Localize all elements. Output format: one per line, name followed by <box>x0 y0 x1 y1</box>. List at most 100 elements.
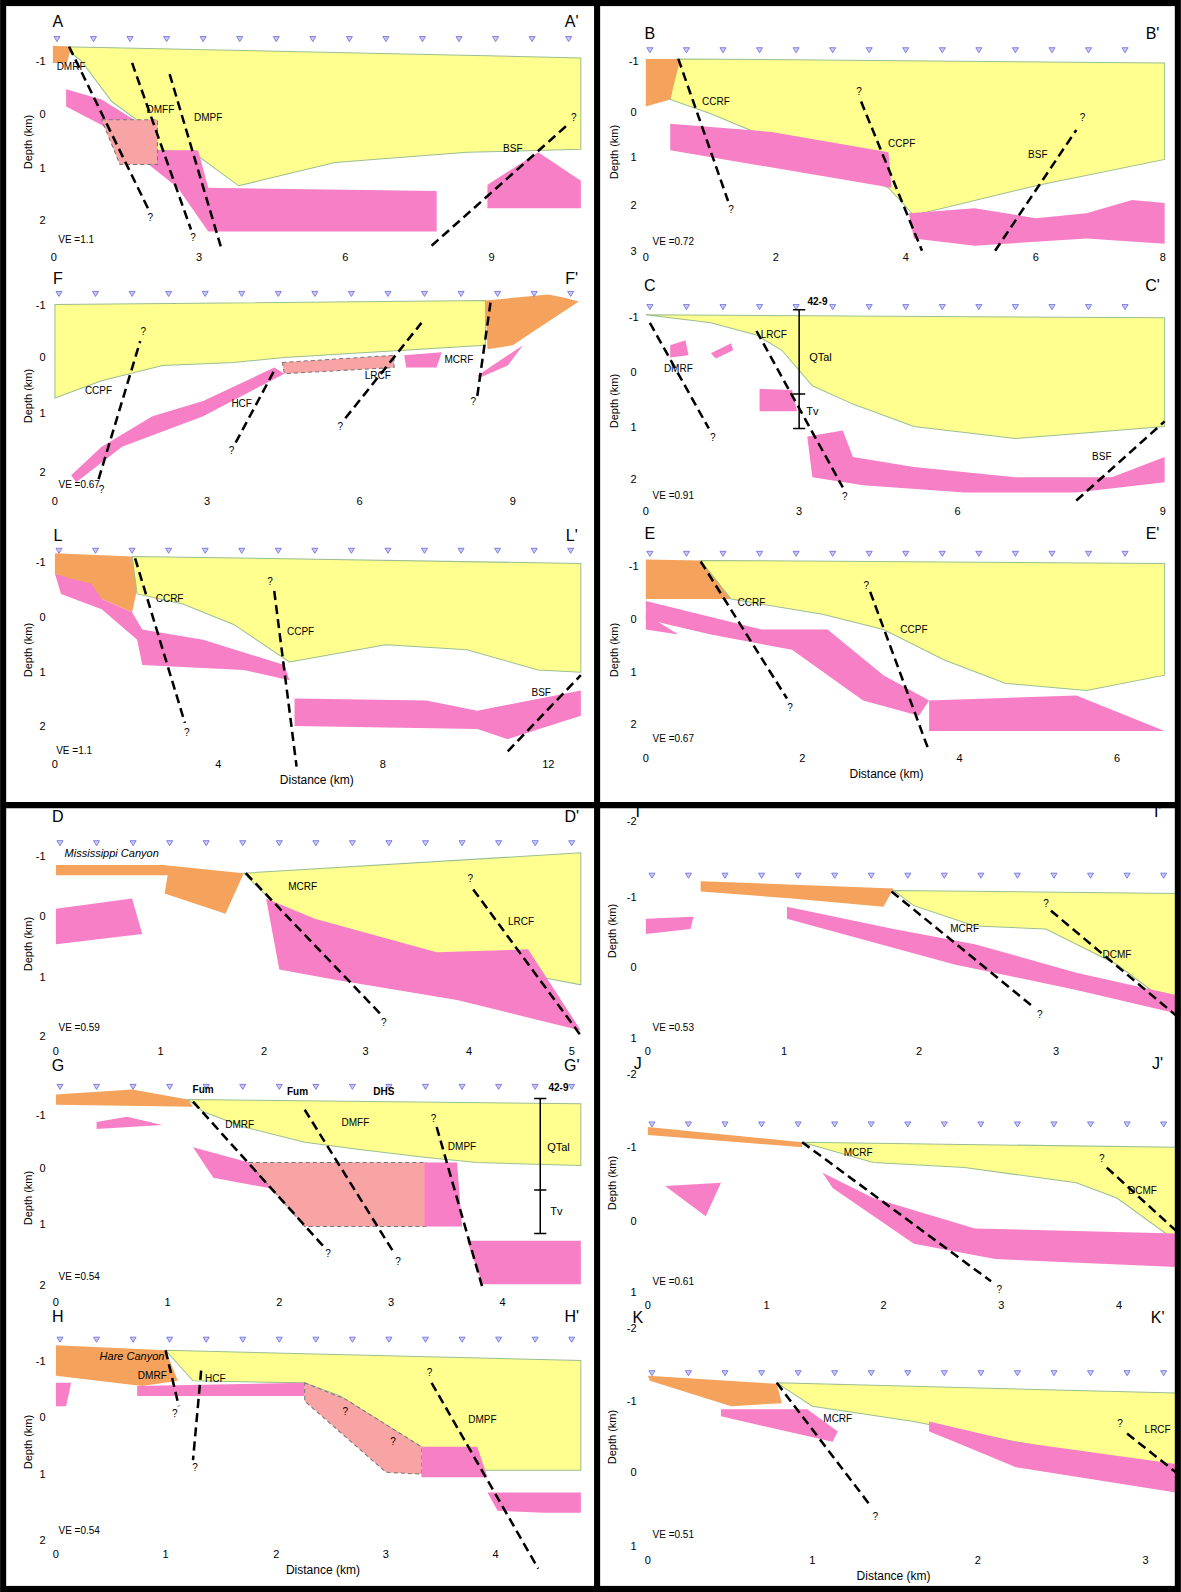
station-marker <box>56 548 62 553</box>
station-marker <box>941 1122 947 1127</box>
station-marker <box>239 548 245 553</box>
query-mark: ? <box>842 492 848 502</box>
station-marker <box>419 37 425 42</box>
rock-unit <box>929 695 1165 731</box>
station-marker <box>757 48 763 53</box>
station-marker <box>722 873 728 878</box>
station-marker <box>275 548 281 553</box>
station-marker <box>1014 873 1020 878</box>
station-marker <box>978 1122 984 1127</box>
station-marker <box>832 873 838 878</box>
tick-label: 6 <box>955 505 961 516</box>
station-marker <box>532 1084 538 1089</box>
unit-label: Tv <box>806 406 818 417</box>
tick-label: 3 <box>1053 1046 1059 1057</box>
station-marker <box>722 1122 728 1127</box>
site-label: 42-9 <box>548 1083 568 1093</box>
station-marker <box>685 1371 691 1376</box>
tick-label: 0 <box>40 612 46 623</box>
station-marker <box>90 37 96 42</box>
rock-unit <box>424 1163 462 1227</box>
tick-label: 2 <box>631 474 637 485</box>
fault-line <box>870 592 929 751</box>
station-marker <box>939 305 945 310</box>
fault-line <box>678 59 728 201</box>
rock-unit <box>760 389 798 411</box>
vertical-exaggeration: VE =0.61 <box>653 1277 694 1287</box>
fault-label: MCRF <box>950 924 979 934</box>
figure-frame <box>3 3 1178 1589</box>
tick-label: 3 <box>383 1548 389 1559</box>
fault-label: BSF <box>1028 150 1047 160</box>
rock-unit <box>55 574 290 681</box>
section-letter: I' <box>1154 804 1162 820</box>
fault-line <box>1127 1434 1176 1473</box>
station-marker <box>1161 1122 1167 1127</box>
query-mark: ? <box>470 397 476 407</box>
fault-line <box>1051 911 1176 1016</box>
fault-label: BSF <box>503 144 522 154</box>
query-mark: ? <box>863 581 869 591</box>
station-marker <box>385 548 391 553</box>
station-marker <box>722 1371 728 1376</box>
fault-label: BSF <box>532 688 551 698</box>
query-mark: ? <box>873 1512 879 1522</box>
station-marker <box>1087 1122 1093 1127</box>
fault-label: DMRF <box>138 1371 167 1381</box>
axis-title: Depth (km) <box>609 125 620 179</box>
fault-label: DMRF <box>57 62 86 72</box>
section-letter: C <box>644 278 656 294</box>
tick-label: 2 <box>975 1554 981 1565</box>
query-mark: ? <box>1043 899 1049 909</box>
station-marker <box>683 48 689 53</box>
tick-label: 0 <box>643 251 649 262</box>
site-label: 42-9 <box>807 297 827 307</box>
rock-unit <box>56 1383 71 1406</box>
fault-label: LRCF <box>508 917 534 927</box>
query-mark: ? <box>1037 1010 1043 1020</box>
station-marker <box>421 291 427 296</box>
section-letter: A <box>53 14 64 30</box>
tick-label: 1 <box>40 667 46 678</box>
tick-label: 2 <box>773 251 779 262</box>
station-marker <box>647 48 653 53</box>
rock-unit <box>188 1100 581 1166</box>
fault-line <box>432 1383 539 1569</box>
station-marker <box>1051 873 1057 878</box>
station-marker <box>130 841 136 846</box>
rock-unit <box>97 1117 163 1129</box>
rock-unit <box>53 46 71 63</box>
fault-line <box>508 675 581 751</box>
fault-label: DMFF <box>342 1118 370 1128</box>
fault-line <box>892 891 1034 1007</box>
fault-line <box>166 1350 179 1406</box>
station-marker <box>905 1122 911 1127</box>
station-marker <box>130 1337 136 1342</box>
station-marker <box>532 1337 538 1342</box>
tick-label: 5 <box>569 1046 575 1057</box>
station-marker <box>1124 1122 1130 1127</box>
vertical-exaggeration: VE =1.1 <box>58 235 94 245</box>
section-letter: G' <box>564 1058 580 1074</box>
tick-label: 2 <box>631 200 637 211</box>
rock-unit <box>646 601 929 716</box>
station-marker <box>868 873 874 878</box>
station-marker <box>757 305 763 310</box>
tick-label: 3 <box>1142 1554 1148 1565</box>
fault-label: CCPF <box>900 625 927 635</box>
query-mark: ? <box>427 1368 433 1378</box>
station-marker <box>310 37 316 42</box>
vertical-exaggeration: VE =0.54 <box>58 1272 99 1282</box>
station-marker <box>531 291 537 296</box>
section-letter: B <box>645 26 656 42</box>
station-marker <box>240 1084 246 1089</box>
station-marker <box>200 37 206 42</box>
tick-label: 6 <box>1114 752 1120 763</box>
tick-label: 4 <box>500 1296 506 1307</box>
rock-unit <box>487 1493 580 1513</box>
section-letter: A' <box>565 14 579 30</box>
station-marker <box>130 1084 136 1089</box>
station-marker <box>683 551 689 556</box>
vertical-exaggeration: VE =0.54 <box>58 1526 99 1536</box>
vertical-exaggeration: VE =1.1 <box>56 746 92 756</box>
